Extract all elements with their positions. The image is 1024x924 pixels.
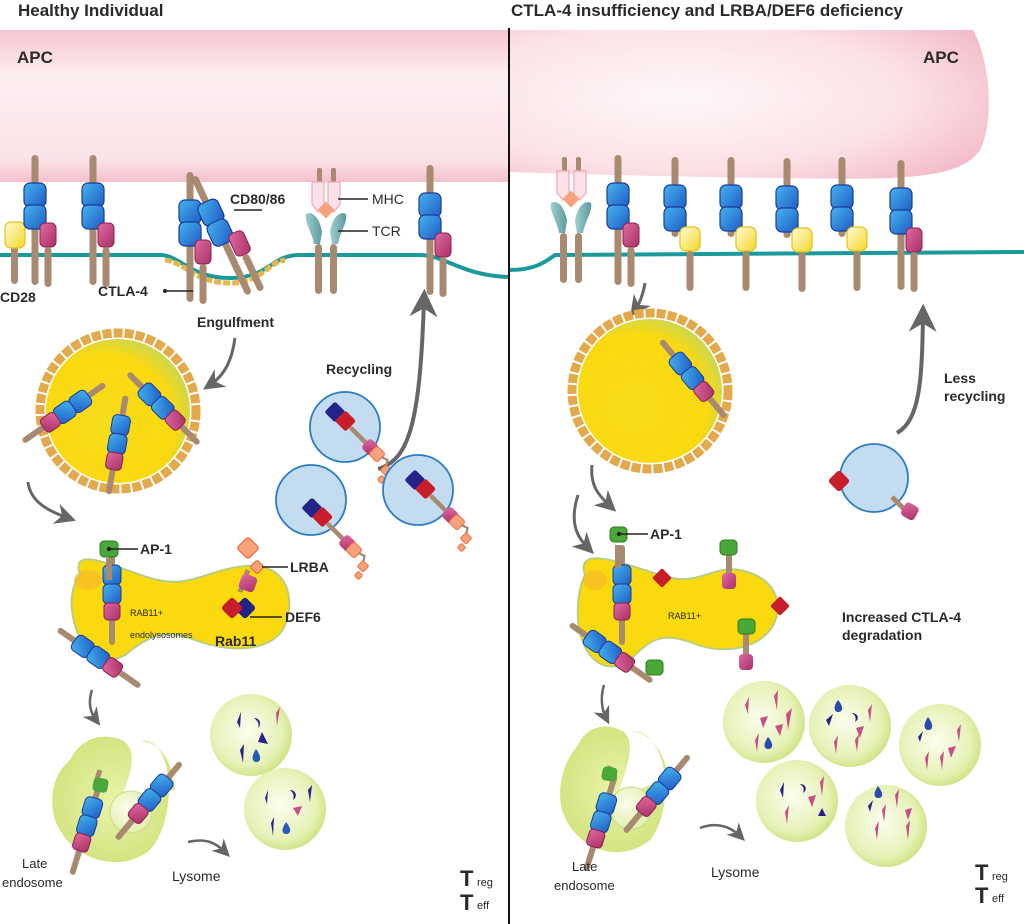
lysosome: [723, 681, 805, 763]
legend-teff-sub: eff: [477, 900, 490, 912]
rab11-compartment-right: [564, 526, 790, 690]
arrow-to-rab11-right: [590, 464, 617, 512]
label-ap1-right: AP-1: [650, 526, 682, 542]
mhc-tcr-complex-right: [550, 157, 592, 283]
recycling-endosome: [382, 454, 472, 552]
leader-dot: [163, 289, 167, 293]
label-cd28: CD28: [0, 289, 36, 305]
label-cd80-86: CD80/86: [230, 191, 285, 207]
lysosome: [210, 694, 292, 776]
label-tcr: TCR: [372, 223, 401, 239]
label-engulfment: Engulfment: [197, 314, 274, 330]
label-lysosome: Lysome: [172, 868, 221, 884]
lysosome: [809, 685, 891, 767]
clathrin-coat: [164, 257, 286, 286]
label-rab11-compartment: RAB11+: [130, 608, 163, 618]
label-ctla4: CTLA-4: [98, 283, 148, 299]
recycling-endosome-right: [828, 443, 919, 521]
legend-treg-sub-right: reg: [992, 871, 1008, 883]
mhc-tcr-complex: [305, 168, 347, 294]
label-degradation: degradation: [842, 627, 922, 643]
legend-teff-sub-right: eff: [992, 893, 1005, 905]
ctla4-cd80-complex: [889, 159, 923, 293]
lysosome: [899, 704, 981, 786]
apc-label: APC: [17, 48, 53, 67]
label-rab11: Rab11: [215, 633, 256, 649]
endocytic-vesicle: [17, 328, 206, 497]
arrow-less-recycling: [895, 303, 937, 435]
arrow-recycling: [377, 288, 438, 471]
ctla4-cd80-complex-right: [418, 164, 452, 298]
label-endolysosomes: endolysosomes: [130, 630, 193, 640]
legend-treg-t: T: [460, 866, 474, 891]
label-endosome-right: endosome: [554, 878, 615, 893]
apc-label-right: APC: [923, 48, 959, 67]
late-endosome-right: [560, 726, 697, 874]
arrow-to-late-endosome-right: [593, 684, 610, 725]
late-endosome: [52, 736, 189, 878]
label-less: Less: [944, 370, 976, 386]
cd28-cd80-complex: [4, 154, 57, 288]
label-mhc: MHC: [372, 191, 404, 207]
legend-teff-t-right: T: [975, 883, 989, 908]
label-increased-degradation: Increased CTLA-4: [842, 609, 961, 625]
label-late-right: Late: [572, 859, 597, 874]
panel-deficiency: CTLA-4 insufficiency and LRBA/DEF6 defic…: [509, 1, 1024, 908]
panel-healthy: Healthy Individual APC: [0, 1, 509, 915]
ctla4-cd80-complex-engulfing: [178, 171, 212, 305]
label-recycling: Recycling: [326, 361, 392, 377]
label-recycling-right: recycling: [944, 388, 1005, 404]
arrow-to-rab11: [26, 481, 76, 524]
legend-treg-sub: reg: [477, 877, 493, 889]
label-def6: DEF6: [285, 609, 321, 625]
t-cell-membrane-right: [509, 250, 1024, 272]
rab11-endolysosome: [52, 537, 291, 695]
label-rab11-right: RAB11+: [668, 611, 701, 621]
label-ap1: AP-1: [140, 541, 172, 557]
arrow-engulfment-right: [630, 282, 651, 317]
lysosome: [845, 785, 927, 867]
arrow-to-late-endosome: [82, 689, 101, 726]
lysosome: [244, 768, 326, 850]
label-endosome: endosome: [2, 875, 63, 890]
legend-treg-t-right: T: [975, 860, 989, 885]
panel-title-deficiency: CTLA-4 insufficiency and LRBA/DEF6 defic…: [511, 1, 904, 20]
arrow-to-rab11-right-2: [571, 494, 594, 554]
apc-cell: [0, 30, 508, 182]
label-lrba: LRBA: [290, 559, 329, 575]
label-late: Late: [22, 856, 47, 871]
recycling-endosome: [275, 464, 369, 580]
arrow-to-lysosome: [187, 838, 230, 857]
panel-title-healthy: Healthy Individual: [18, 1, 163, 20]
endocytic-vesicle-right: [567, 308, 733, 474]
recycling-endosome: [309, 391, 392, 484]
label-lysosome-right: Lysome: [711, 864, 760, 880]
legend-teff-t: T: [460, 890, 474, 915]
apc-cell-right: [510, 30, 989, 179]
arrow-engulfment: [203, 337, 237, 390]
arrow-to-lysosome-right: [699, 822, 745, 841]
cd28-cd80-complex: [663, 156, 701, 292]
lysosome: [756, 760, 838, 842]
